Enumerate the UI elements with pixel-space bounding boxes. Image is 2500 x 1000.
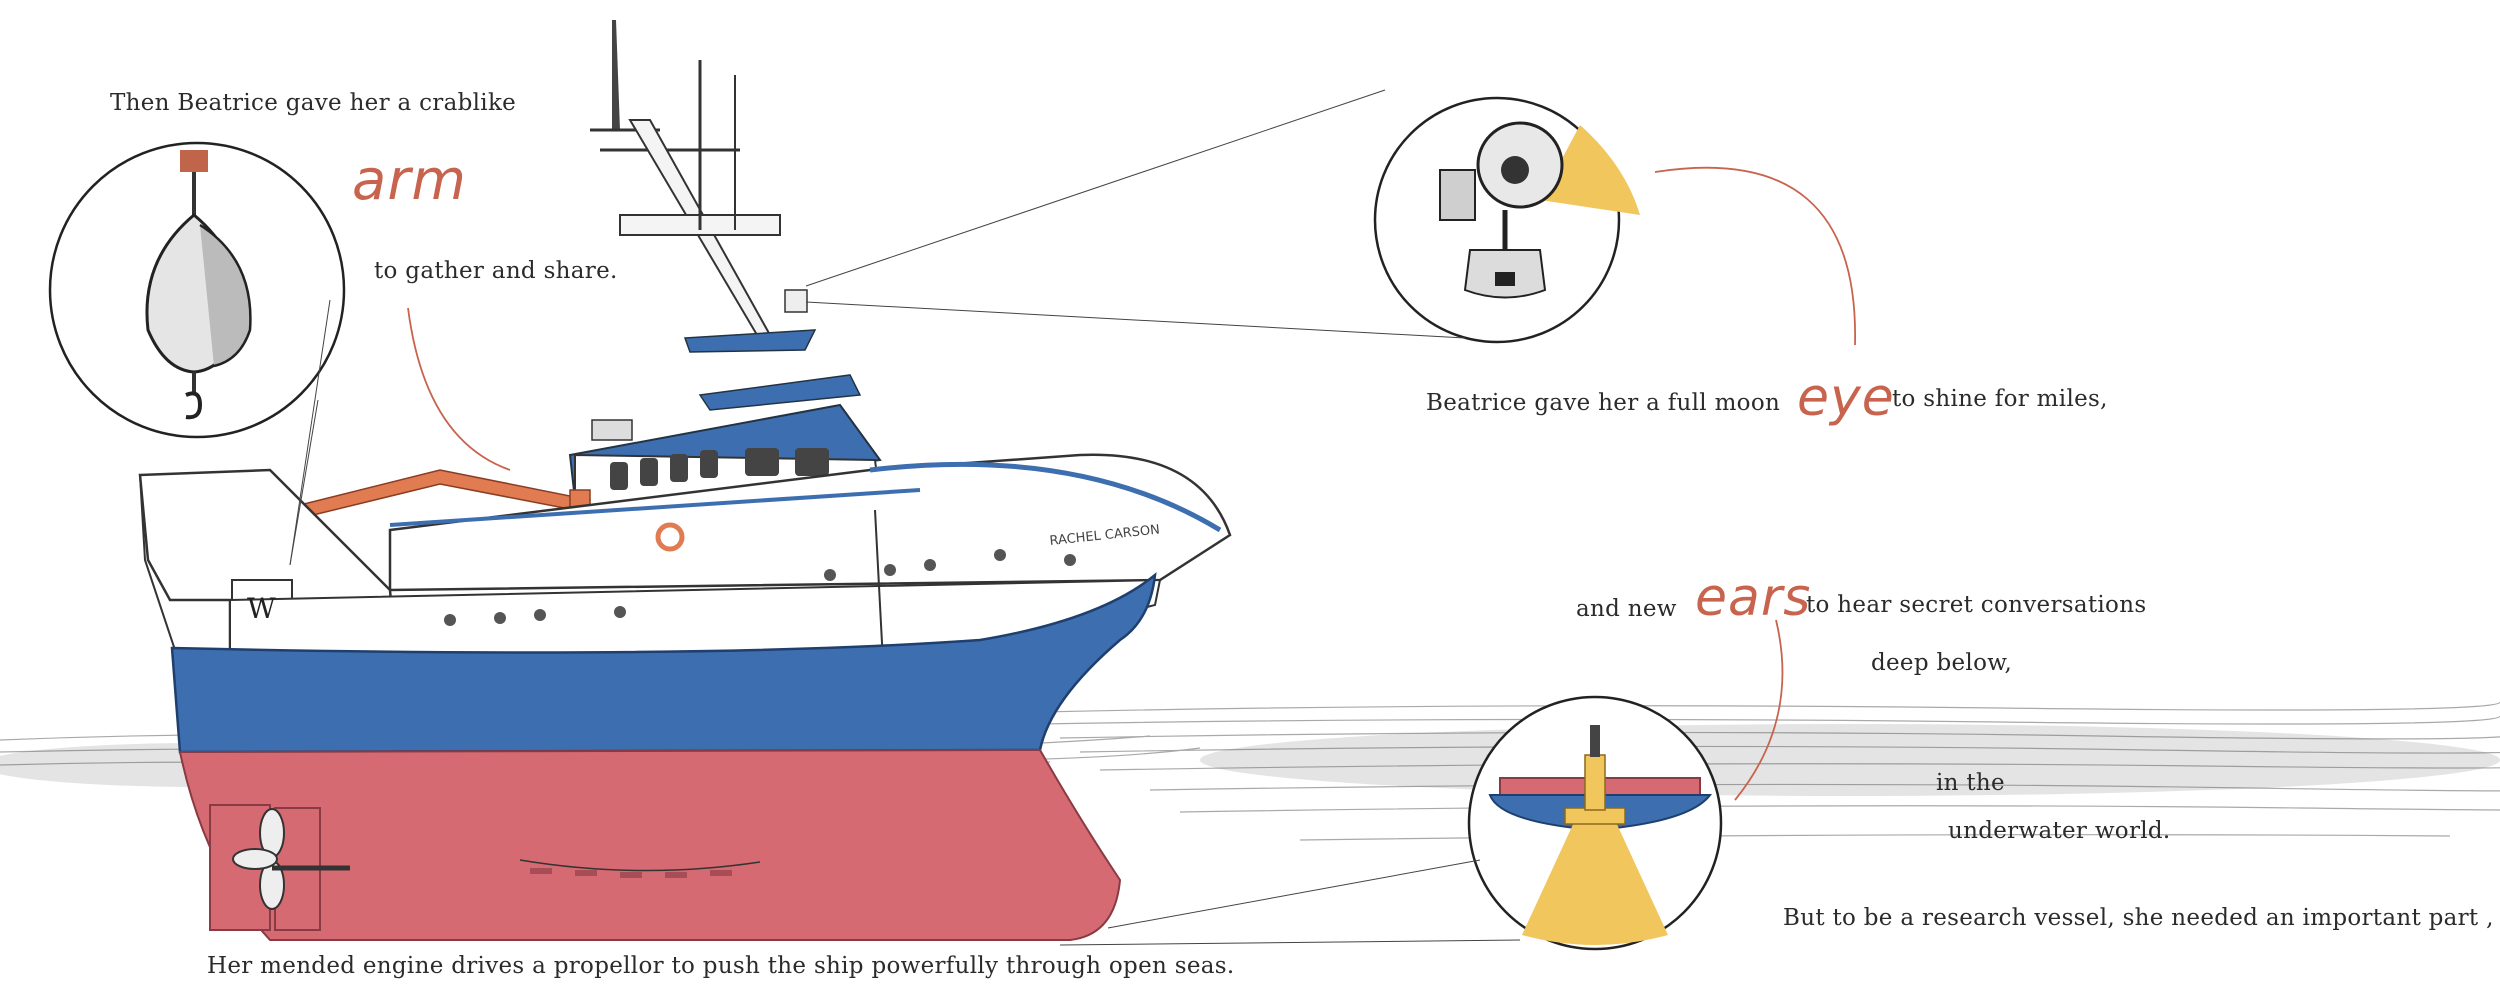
propeller-icon xyxy=(232,808,350,910)
eye-purpose-text: to shine for miles, xyxy=(1892,386,2108,412)
ears-callout xyxy=(1467,695,1723,951)
mast xyxy=(612,20,620,130)
underwater-text-2: underwater world. xyxy=(1948,818,2171,844)
arm-handwritten-word: arm xyxy=(352,148,467,213)
underwater-text-1: in the xyxy=(1936,770,2005,796)
ears-intro-text: and new xyxy=(1576,596,1677,622)
sonar-transducer-icon xyxy=(1488,725,1712,945)
engine-caption: Her mended engine drives a propellor to … xyxy=(207,953,1235,979)
searchlight-icon xyxy=(1439,121,1640,299)
eye-handwritten-word: eye xyxy=(1797,368,1895,428)
ears-handwritten-word: ears xyxy=(1695,568,1812,628)
eye-callout xyxy=(1373,96,1640,344)
arm-intro-text: Then Beatrice gave her a crablike xyxy=(110,90,517,116)
arm-callout xyxy=(48,141,346,439)
ears-purpose-text: to hear secret conversations xyxy=(1806,592,2147,618)
arm-purpose-text: to gather and share. xyxy=(374,258,618,284)
research-vessel-text: But to be a research vessel, she needed … xyxy=(1783,905,2494,931)
ship xyxy=(138,20,1232,941)
pulley-block-icon xyxy=(145,150,252,420)
eye-intro-text: Beatrice gave her a full moon xyxy=(1426,390,1781,416)
ears-purpose-text-2: deep below, xyxy=(1871,650,2013,676)
hull-letter: W xyxy=(247,592,276,625)
